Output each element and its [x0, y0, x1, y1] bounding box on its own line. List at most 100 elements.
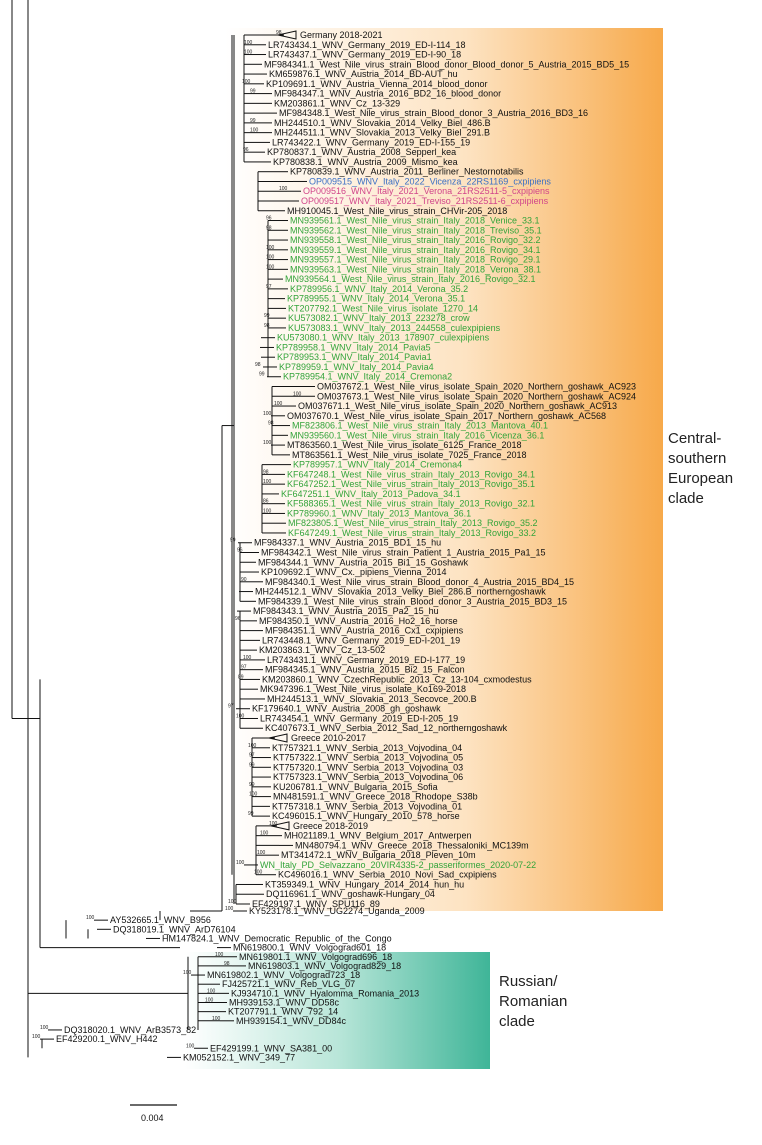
support-value: 98	[255, 362, 261, 368]
support-value: 100	[263, 411, 272, 417]
support-value: 100	[274, 401, 283, 407]
tip-label: KT757322.1_WNV_Serbia_2013_Vojvodina_05	[273, 753, 463, 763]
tip-label: MF984339.1_West_Nile_virus_strain_Blood_…	[258, 596, 567, 606]
support-value: 97	[266, 284, 272, 290]
tip-label: KF647248.1_West_Nile_virus_strain_Italy_…	[287, 469, 535, 479]
support-value: 98	[224, 961, 230, 967]
tip-label: KP109692.1_WNV_Cx._pipiens_Vienna_2014	[261, 567, 446, 577]
tip-label: KT757323.1_WNV_Serbia_2013_Vojvodina_06	[273, 772, 463, 782]
tip-label: KT207792.1_West_Nile_virus_isolate_1270_…	[288, 303, 478, 313]
tip-label: FJ425721.1_WNV_Reb_VLG_07	[222, 979, 355, 989]
tip-label: LR743454.1_WNV_Germany_2019_ED-I-205_19	[260, 713, 458, 723]
support-value: 100	[263, 440, 272, 446]
russian-romanian-clade-highlight	[185, 952, 490, 1069]
support-value: 97	[241, 665, 247, 671]
tip-label: KP780838.1_WNV_Austria_2009_Mismo_kea	[273, 157, 458, 167]
tip-label: KP789954.1_WNV_Italy_2014_Cremona2	[283, 372, 452, 382]
tip-label: DQ318019.1_WNV_ArD76104	[113, 924, 236, 934]
support-value: 100	[248, 743, 257, 749]
tip-label: MN939563.1_West_Nile_virus_strain_Italy_…	[290, 264, 541, 274]
tip-label: MH244510.1_WNV_Slovakia_2014_Velky_Biel_…	[274, 118, 491, 128]
tip-label: MH910045.1_West_Nile_virus_strain_CHVir-…	[287, 206, 507, 216]
support-value: 100	[183, 970, 192, 976]
support-value: 100	[266, 255, 275, 261]
support-value: 100	[236, 860, 245, 866]
tip-label: KJ934710.1_WNV_Hyalomma_Romania_2013	[231, 988, 419, 998]
tip-label: MF984342.1_West_Nile_virus_strain_Patien…	[261, 547, 546, 557]
support-value: 99	[259, 372, 265, 378]
tip-label: KU573080.1_WNV_Italy_2013_178907_culexpi…	[277, 333, 490, 343]
tip-label: KF647251.1_WNV_Italy_2013_Padova_34.1	[281, 489, 461, 499]
tip-label: MN619803.1_WNV_Volgograd829_18	[248, 961, 401, 971]
tip-label: MN481591.1_WNV_Greece_2018_Rhodope_S38b	[273, 792, 478, 802]
support-value: 100	[243, 655, 252, 661]
support-value: 96	[237, 547, 243, 553]
tip-label: MN939558.1_West_Nile_virus_strain_Italy_…	[290, 235, 541, 245]
tip-label: MN939562.1_West_Nile_virus_strain_Italy_…	[290, 225, 542, 235]
support-value: 100	[263, 479, 272, 485]
support-value: 100	[263, 508, 272, 514]
tip-label: KP780837.1_WNV_Austria_2008_Sepperl_kea	[267, 147, 456, 157]
tip-label: MH244511.1_WNV_Slovakia_2013_Velky_Biel_…	[274, 128, 490, 138]
support-value: 100	[242, 79, 251, 85]
tip-label: KM203861.1_WNV_Cz_13-329	[274, 98, 400, 108]
tip-label: Germany 2018-2021	[300, 30, 383, 40]
support-value: 100	[279, 186, 288, 192]
tip-label: KC407673.1_WNV_Serbia_2012_Sad_12_northe…	[265, 723, 508, 733]
tip-label: KU573082.1_WNV_Italy_2013_223278_crow	[288, 313, 470, 323]
support-value: 100	[260, 831, 269, 837]
tip-label: MH939154.1_WNV_DD84c	[236, 1016, 347, 1026]
clade-label-line: clade	[499, 1013, 535, 1030]
tip-label: KM203863.1_WNV_Cz_13-502	[259, 645, 385, 655]
tip-label: MF984350.1_WNV_Austria_2016_Ho2_16_horse	[259, 616, 458, 626]
tip-label: WN_Italy_PD_Selvazzano_20VIR4335-2_passe…	[260, 860, 536, 870]
tip-label: KP789958.1_WNV_Italy_2014_Pavia5	[276, 342, 431, 352]
tip-label: LR743437.1_WNV_Germany_2019_ED-I-90_18	[268, 50, 461, 60]
tip-label: KT757318.1_WNV_Serbia_2013_Vojvodina_01	[272, 801, 462, 811]
tip-label: KC496015.1_WNV_Hungary_2010_578_horse	[272, 811, 460, 821]
support-value: 100	[250, 128, 259, 134]
support-value: 98	[276, 30, 282, 36]
tip-label: KM659876.1_WNV_Austria_2014_BD-AUT_hu	[269, 69, 458, 79]
tip-label: KP109691.1_WNV_Austria_Vienna_2014_blood…	[266, 79, 488, 89]
support-value: 100	[266, 245, 275, 251]
support-value: 100	[40, 1025, 49, 1031]
tip-label: MF984348.1_West_Nile_virus_strain_Blood_…	[279, 108, 588, 118]
support-value: 100	[244, 40, 253, 46]
support-value: 100	[205, 998, 214, 1004]
tip-label: KF179640.1_WNV_Austria_2008_gh_goshawk	[252, 704, 441, 714]
tip-label: AY532665.1_WNV_B956	[110, 915, 211, 925]
tip-label: OP009516_WNV_Italy_2021_Verona_21RS2511-…	[303, 186, 550, 196]
tip-label: Greece 2018-2019	[293, 821, 368, 831]
tip-label: LR743448.1_WNV_Germany_2019_ED-I-201_19	[262, 635, 460, 645]
tip-label: KF647249.1_West_Nile_virus_strain_Italy_…	[288, 528, 536, 538]
tip-label: KM203860.1_WNV_CzechRepublic_2013_Cz_13-…	[262, 674, 532, 684]
central-european-clade-highlight	[225, 28, 663, 911]
support-value: 99	[249, 782, 255, 788]
clade-label-line: Russian/	[499, 973, 558, 990]
support-value: 100	[254, 870, 263, 876]
tip-label: KP789960.1_WNV_Italy_2013_Mantova_36.1	[287, 508, 471, 518]
scale-bar-label: 0.004	[141, 1113, 164, 1123]
support-value: 100	[244, 50, 253, 56]
support-value: 100	[293, 391, 302, 397]
tip-label: OP009517_WNV_Italy_2021_Treviso_21RS2511…	[301, 196, 549, 206]
tip-label: MT863560.1_West_Nile_virus_isolate_6125_…	[287, 440, 521, 450]
tip-label: EF429199.1_WNV_SA381_00	[210, 1043, 332, 1053]
support-value: 99	[264, 313, 270, 319]
support-value: 99	[250, 118, 256, 124]
support-value: 100	[257, 850, 266, 856]
support-value: 97	[228, 704, 234, 710]
tip-label: EF429200.1_WNV_H442	[56, 1034, 158, 1044]
tip-label: MF823806.1_West_Nile_virus_strain_Italy_…	[292, 421, 548, 431]
clade-label-line: Central-	[668, 430, 721, 447]
tip-label: KP789959.1_WNV_Italy_2014_Pavia4	[279, 362, 434, 372]
tip-label: MN619800.1_WNV_Volgograd601_18	[233, 943, 386, 953]
tip-label: DQ116961.1_WNV_goshawk-Hungary_04	[266, 889, 435, 899]
tip-label: MN939557.1_West_Nile_virus_strain_Italy_…	[290, 255, 541, 265]
support-value: 100	[228, 899, 237, 905]
central-european-clade-label: Central- southern European clade	[668, 430, 733, 507]
tip-label: KC496016.1_WNV_Serbia_2010_Novi_Sad_cxpi…	[278, 870, 497, 880]
tip-label: EF429197.1_WNV_SPU116_89	[252, 899, 380, 909]
tip-label: KY523178.1_WNV_UG2274_Uganda_2009	[249, 906, 425, 916]
